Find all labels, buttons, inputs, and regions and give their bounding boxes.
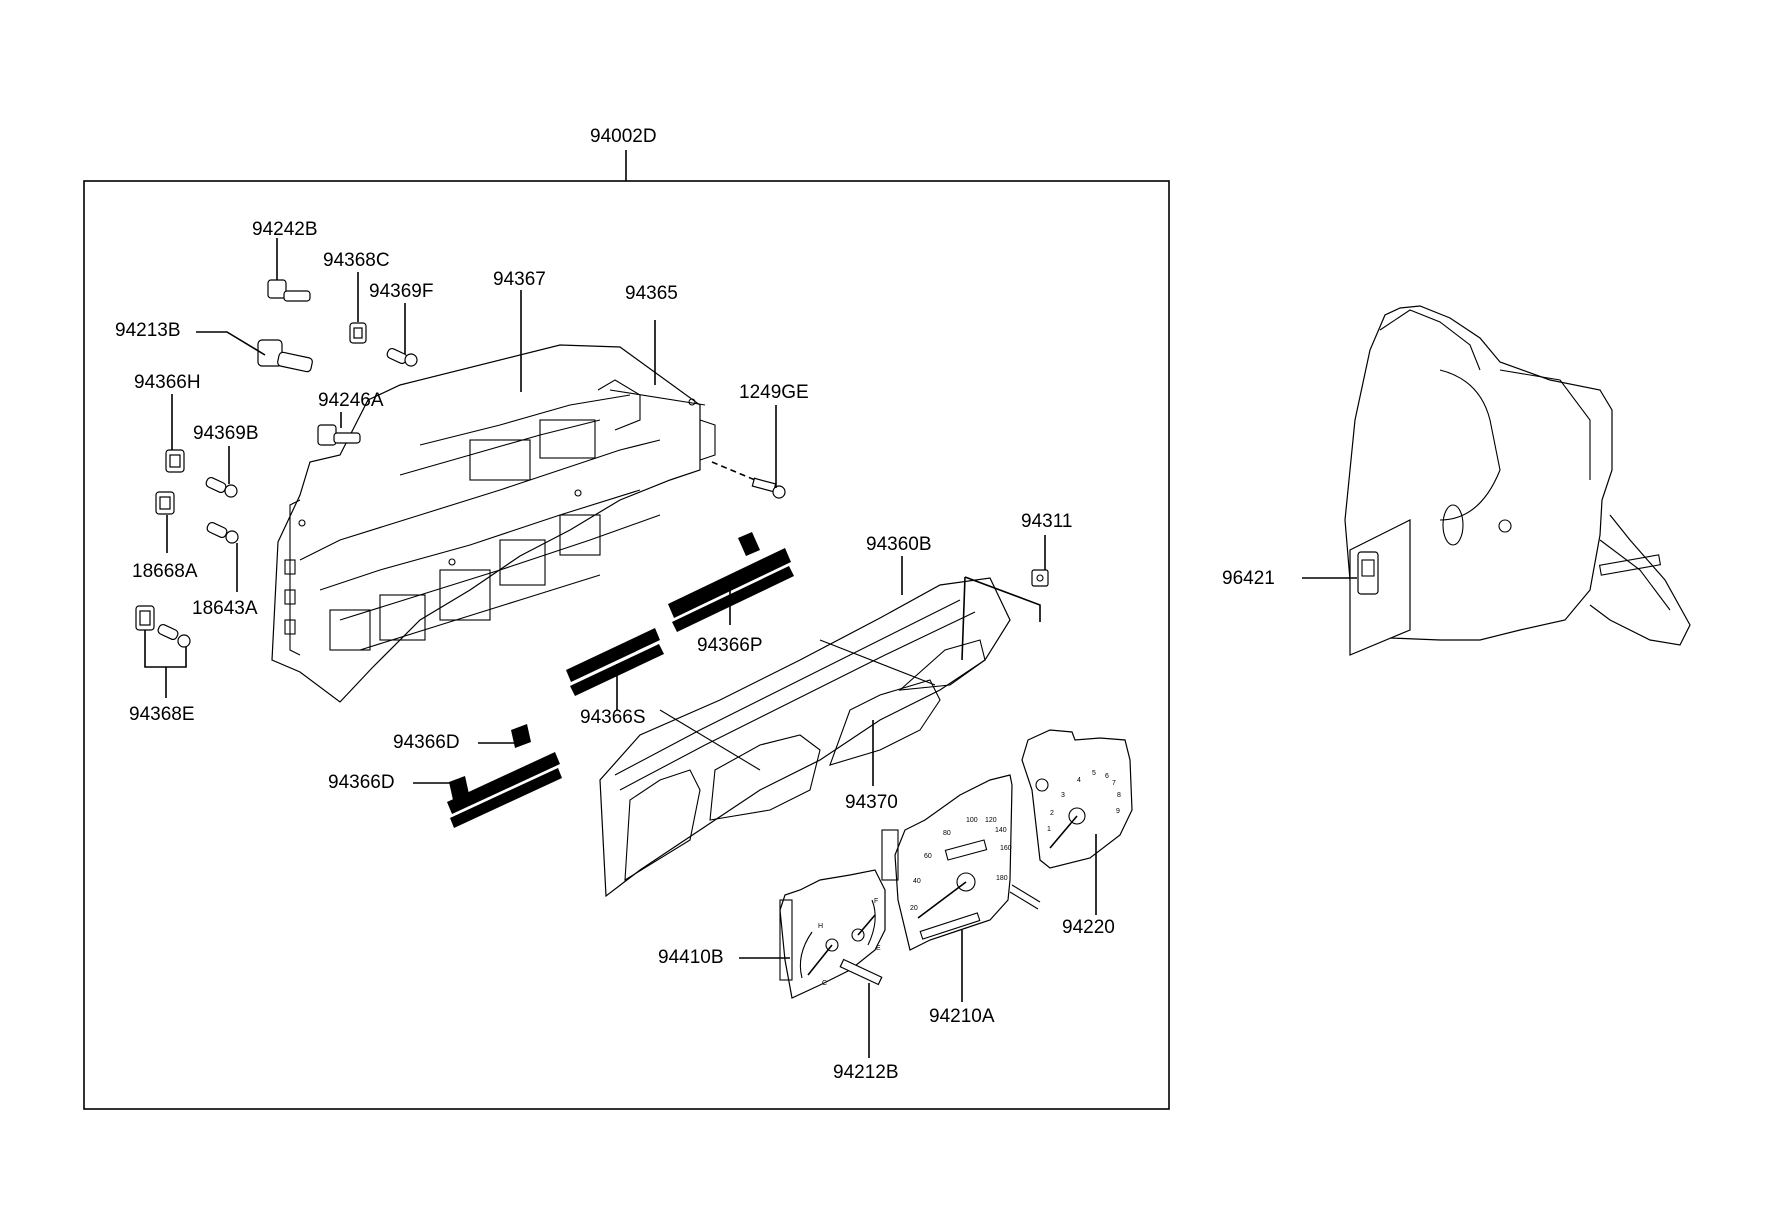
svg-text:1: 1 <box>1047 826 1051 833</box>
svg-text:3: 3 <box>1061 792 1065 799</box>
bolt-94213B <box>257 339 313 373</box>
strip-94366P <box>668 532 794 632</box>
leader-94213B <box>196 331 266 356</box>
label-94366H: 94366H <box>134 372 201 393</box>
label-94220: 94220 <box>1062 917 1115 938</box>
strip-94366S <box>566 628 664 696</box>
svg-text:140: 140 <box>995 827 1007 834</box>
svg-text:6: 6 <box>1105 773 1109 780</box>
svg-text:4: 4 <box>1077 777 1081 784</box>
socket-18668A <box>155 491 175 515</box>
label-94370: 94370 <box>845 792 898 813</box>
label-94366D-top: 94366D <box>393 732 460 753</box>
label-18643A: 18643A <box>192 598 258 619</box>
strip-94366D <box>447 724 562 828</box>
svg-text:C: C <box>822 980 827 987</box>
label-94366P: 94366P <box>697 635 763 656</box>
bracket-94311-b <box>961 576 966 661</box>
label-94002D: 94002D <box>590 126 657 147</box>
label-18668A: 18668A <box>132 561 198 582</box>
svg-text:E: E <box>876 945 881 952</box>
dashed-1249GE <box>711 461 756 481</box>
svg-text:40: 40 <box>913 878 921 885</box>
bolt-94246A <box>317 424 361 446</box>
label-96421: 96421 <box>1222 568 1275 589</box>
bulb-18643A <box>206 521 239 544</box>
bolt-94242B <box>267 279 311 302</box>
bulb-94369F <box>386 347 418 367</box>
svg-text:8: 8 <box>1117 792 1121 799</box>
label-94210A: 94210A <box>929 1006 995 1027</box>
gauge-94210A: 20 40 60 80 100 120 140 160 180 <box>881 774 1041 951</box>
label-94369B: 94369B <box>193 423 259 444</box>
cluster-housing <box>271 344 716 703</box>
socket-94368E <box>135 605 191 648</box>
gauge-94220: 1 2 3 4 5 6 7 8 9 <box>1021 729 1133 869</box>
label-94311: 94311 <box>1021 511 1072 532</box>
svg-text:H: H <box>818 923 823 930</box>
bracket-94311 <box>964 576 1041 622</box>
label-94360B: 94360B <box>866 534 932 555</box>
svg-text:120: 120 <box>985 817 997 824</box>
bulb-94369B <box>205 476 238 498</box>
svg-text:9: 9 <box>1116 808 1120 815</box>
gauge-94410B: H C F E <box>779 869 886 999</box>
label-94242B: 94242B <box>252 219 318 240</box>
svg-text:20: 20 <box>910 905 918 912</box>
label-94368E: 94368E <box>129 704 195 725</box>
socket-94368C <box>349 322 367 344</box>
label-94366D-bottom: 94366D <box>328 772 395 793</box>
svg-text:180: 180 <box>996 875 1008 882</box>
svg-text:160: 160 <box>1000 845 1012 852</box>
svg-text:2: 2 <box>1050 810 1054 817</box>
svg-text:7: 7 <box>1112 780 1116 787</box>
label-94365: 94365 <box>625 283 678 304</box>
svg-text:60: 60 <box>924 853 932 860</box>
label-94366S: 94366S <box>580 707 646 728</box>
bezel-94360B <box>599 577 1011 898</box>
svg-text:5: 5 <box>1092 770 1096 777</box>
svg-text:80: 80 <box>943 830 951 837</box>
label-94410B: 94410B <box>658 947 724 968</box>
label-94368C: 94368C <box>323 250 390 271</box>
label-94212B: 94212B <box>833 1062 899 1083</box>
transmission-96421 <box>1344 305 1691 656</box>
leader-94366D-top <box>478 732 517 744</box>
label-94367: 94367 <box>493 269 546 290</box>
label-1249GE: 1249GE <box>739 382 809 403</box>
label-94213B: 94213B <box>115 320 181 341</box>
socket-94366H <box>165 449 185 473</box>
svg-text:100: 100 <box>966 817 978 824</box>
label-94246A: 94246A <box>318 390 384 411</box>
clip-94311 <box>1031 569 1049 587</box>
label-94369F: 94369F <box>369 281 433 302</box>
screw-1249GE <box>751 477 786 499</box>
svg-text:F: F <box>874 898 878 905</box>
